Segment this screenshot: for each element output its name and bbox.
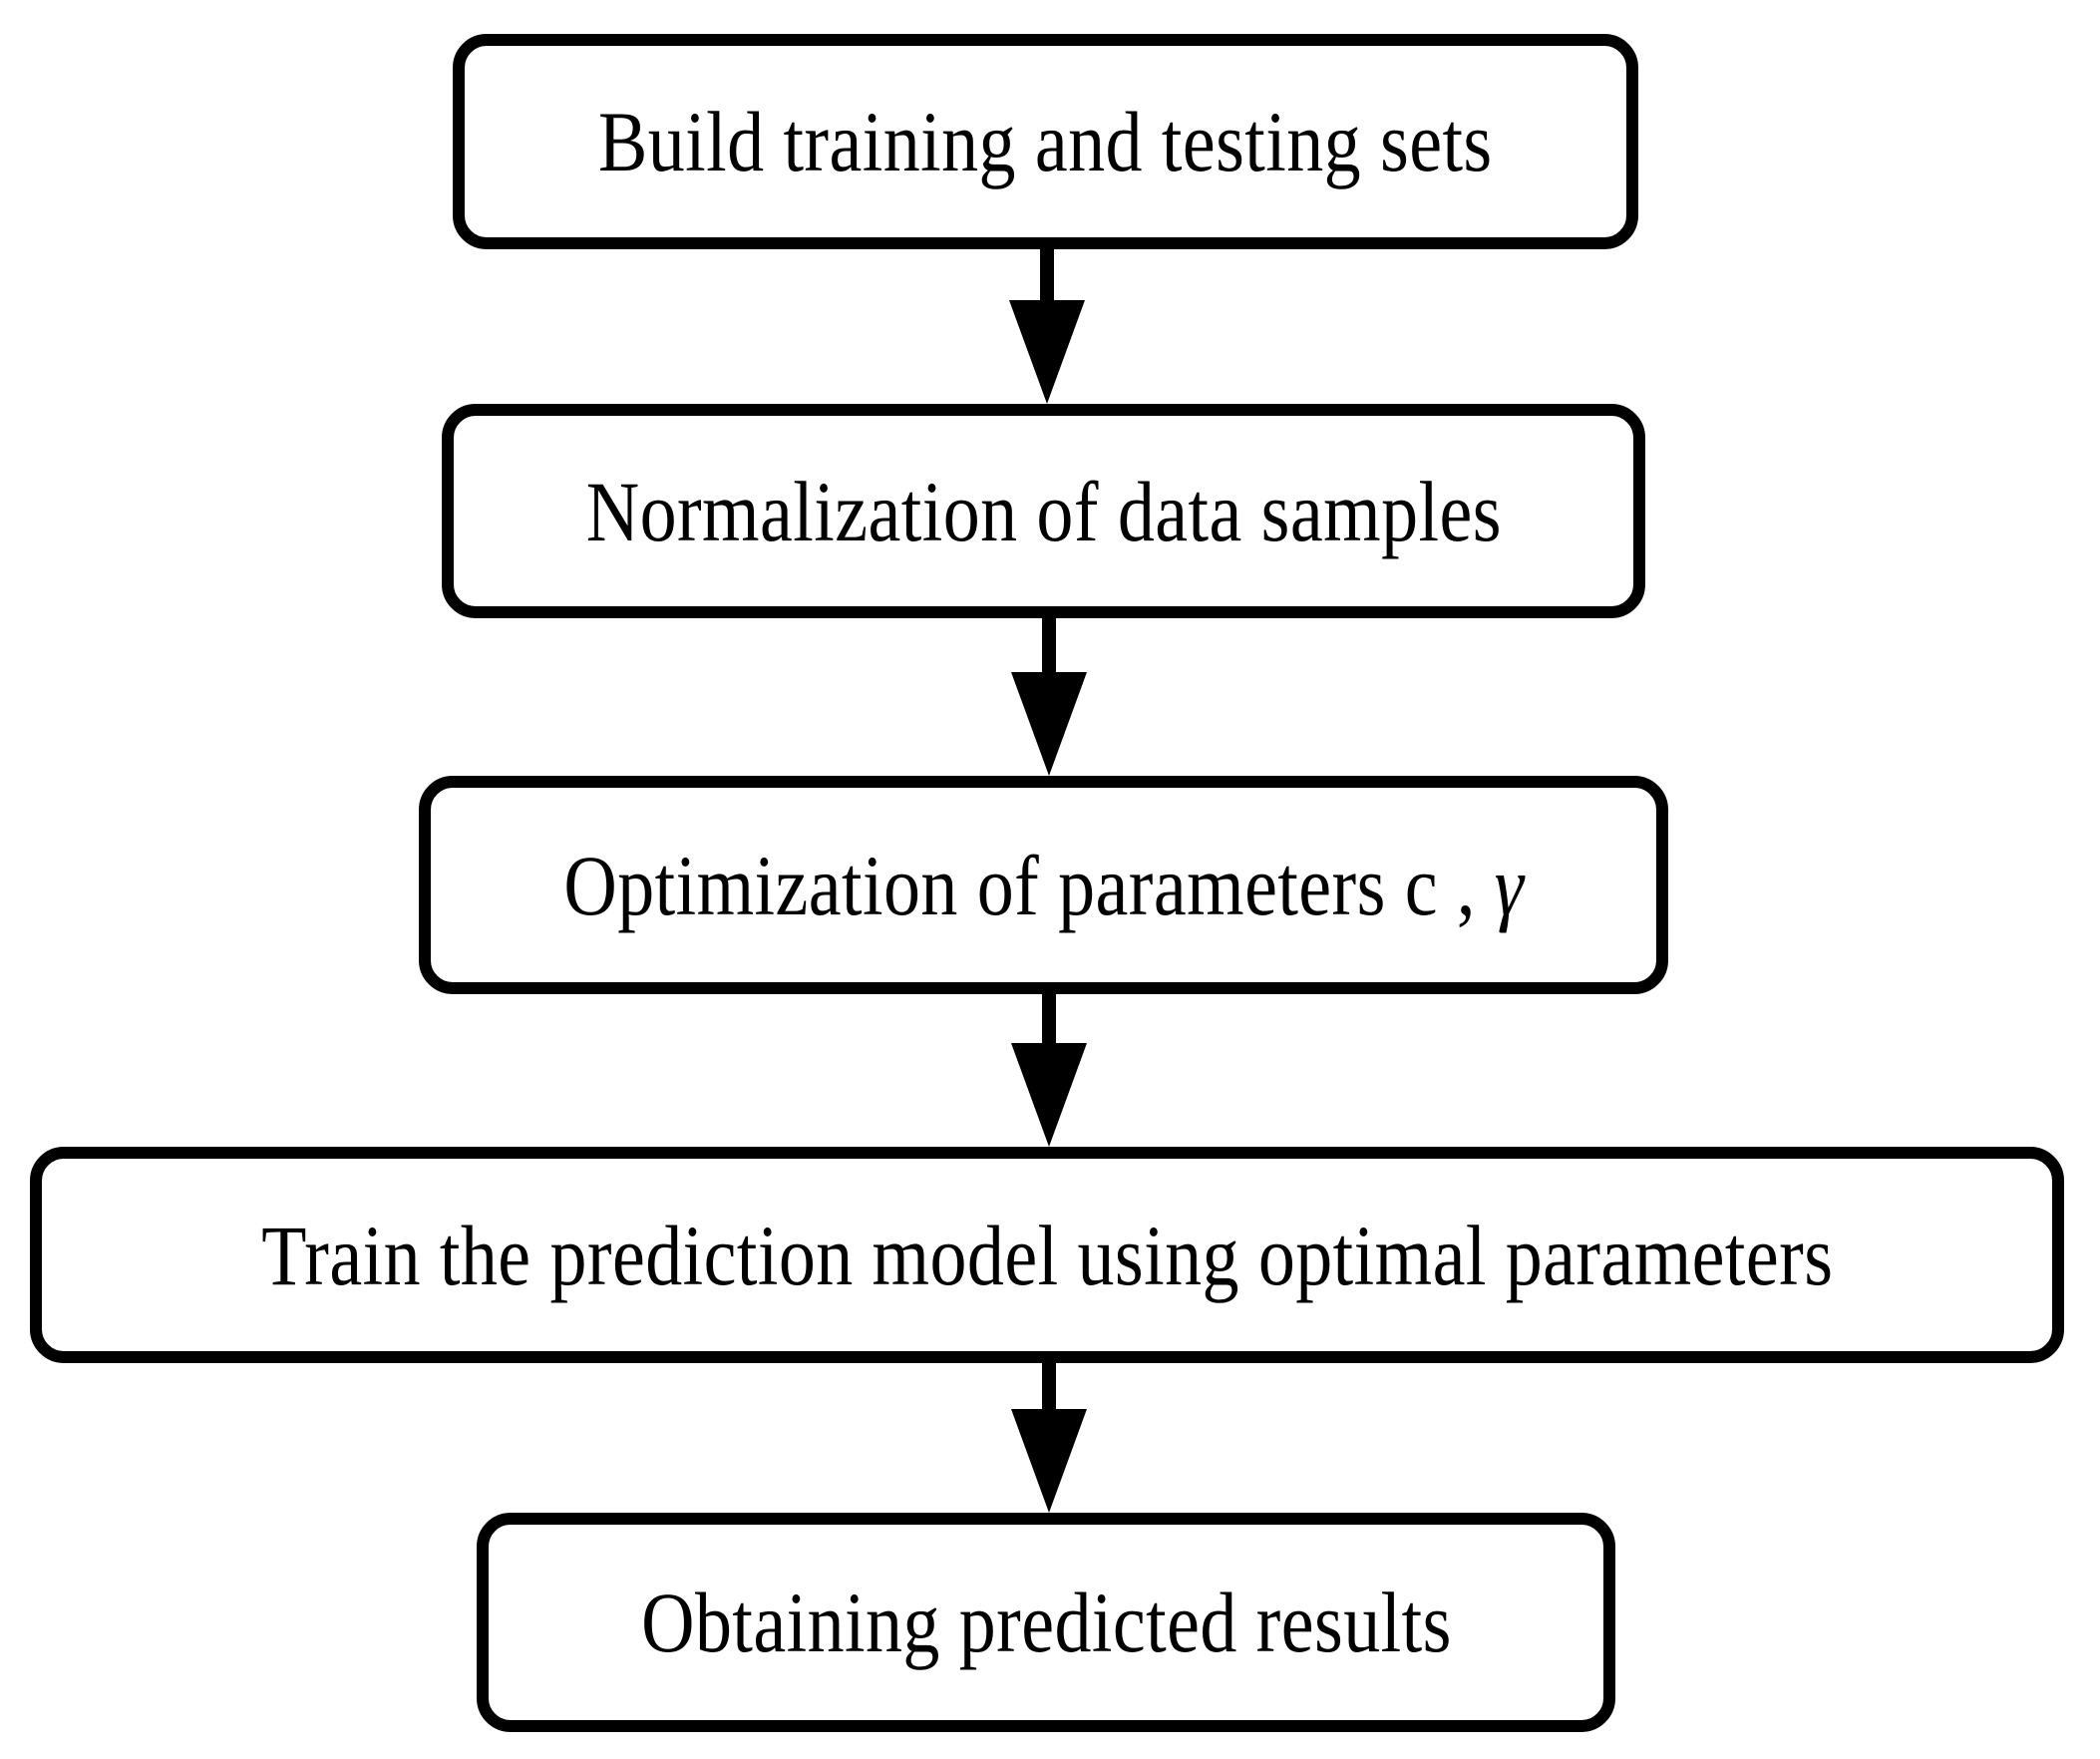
arrow-stem xyxy=(1040,249,1054,300)
arrow-stem xyxy=(1042,994,1056,1043)
arrow-head-icon xyxy=(1011,672,1087,776)
flowchart-node-label: Train the prediction model using optimal… xyxy=(260,1207,1834,1303)
arrow-stem xyxy=(1042,1363,1056,1409)
flowchart-node-build-sets[interactable]: Build training and testing sets xyxy=(453,34,1638,249)
flowchart-node-label: Obtaining predicted results xyxy=(640,1575,1452,1670)
gamma-symbol: γ xyxy=(1494,837,1524,933)
flowchart-node-normalize[interactable]: Normalization of data samples xyxy=(442,404,1645,618)
arrow-head-icon xyxy=(1011,1409,1087,1513)
arrow-stem xyxy=(1042,618,1056,672)
flowchart-node-label: Normalization of data samples xyxy=(585,463,1502,559)
flowchart-node-train-model[interactable]: Train the prediction model using optimal… xyxy=(30,1147,2064,1363)
flowchart-arrow-down xyxy=(1011,994,1087,1147)
flowchart-arrow-down xyxy=(1009,249,1085,404)
flowchart-node-obtain-results[interactable]: Obtaining predicted results xyxy=(477,1513,1615,1732)
flowchart-arrow-down xyxy=(1011,1363,1087,1513)
flowchart-node-label: Optimization of parameters c , γ xyxy=(563,843,1524,928)
flowchart-arrow-down xyxy=(1011,618,1087,776)
flowchart-node-label: Build training and testing sets xyxy=(598,94,1493,189)
arrow-head-icon xyxy=(1009,300,1085,404)
arrow-head-icon xyxy=(1011,1043,1087,1147)
flowchart-node-label-text: Optimization of parameters c , xyxy=(563,837,1495,933)
flowchart-node-optimize-params[interactable]: Optimization of parameters c , γ xyxy=(419,776,1668,994)
